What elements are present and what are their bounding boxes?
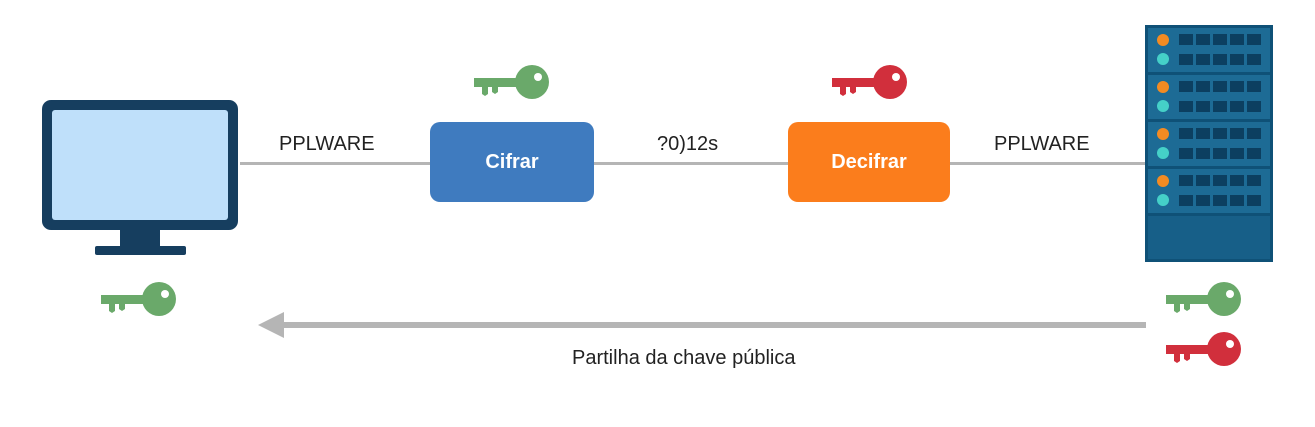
arrow-left-icon — [258, 312, 1146, 338]
ciphertext-label: ?0)12s — [657, 133, 719, 155]
decrypt-box: Decifrar — [788, 122, 950, 202]
plaintext-right-label: PPLWARE — [994, 133, 1090, 155]
private-key-icon — [1166, 332, 1241, 366]
monitor-icon — [42, 100, 238, 255]
line-cifrar-to-decifrar — [593, 162, 790, 165]
public-key-icon — [101, 282, 176, 316]
server-icon — [1145, 25, 1273, 262]
share-caption: Partilha da chave pública — [572, 347, 796, 369]
public-key-icon — [474, 65, 549, 99]
plaintext-left-label: PPLWARE — [279, 133, 375, 155]
line-computer-to-cifrar — [240, 162, 432, 165]
private-key-icon — [832, 65, 907, 99]
encrypt-box: Cifrar — [430, 122, 594, 202]
line-decifrar-to-server — [949, 162, 1147, 165]
public-key-icon — [1166, 282, 1241, 316]
